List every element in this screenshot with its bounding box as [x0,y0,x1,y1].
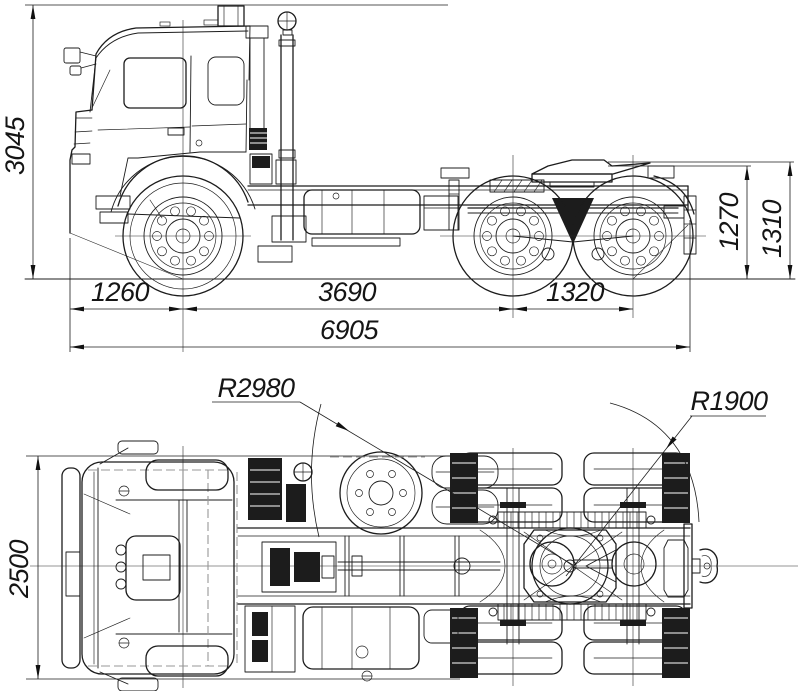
spare-wheel-top [339,451,423,535]
equalizer-bracket [552,198,594,244]
top-view [30,401,798,691]
dim-wheelbase: 3690 [318,277,377,307]
front-fender [117,155,249,207]
cab-step-upper [95,195,131,210]
dim-overall-width: 2500 [4,539,34,599]
inner-radius-arc [609,402,700,523]
license-plate-bracket [65,551,81,597]
door-edge [189,55,192,153]
wiper-top-1 [83,493,131,515]
kingpin [563,559,577,573]
fuel-cap [332,192,340,200]
fifth-wheel-side [531,159,651,188]
dim-overall-length: 6905 [320,315,380,345]
dim-fifth-wheel-height: 1310 [757,199,787,258]
wiper-top-2 [83,617,131,639]
air-tank-bottom [423,609,459,644]
fuel-tank-side [303,189,421,247]
wiper [91,69,111,109]
dim-frame-height: 1270 [714,192,744,251]
dim-rear-bogie-spacing: 1320 [546,277,605,307]
rear-suspension-side [467,198,679,261]
dim-front-overhang: 1260 [91,277,150,307]
side-view-dimensions: 3045 1260 3690 1320 6905 1270 1310 [0,4,794,352]
chassis-frame-side [247,185,689,280]
dim-outer-turning-radius: R2980 [217,373,295,403]
intake-exhaust-stacks [217,5,307,243]
muffler [271,215,307,243]
dim-overall-height: 3045 [0,115,30,175]
mirror-side [63,47,97,76]
outer-radius-arc [311,403,322,538]
roof-hatch [125,535,181,601]
front-bogie-mudflap [440,167,470,231]
cab-step-lower [99,211,129,224]
mudguard-hatch-top [450,453,690,678]
turning-radius-annotations [299,401,700,577]
door-handle [167,127,185,136]
catwalk-deck [489,179,545,193]
side-window [123,57,187,109]
door-window [207,56,245,106]
fuel-tank-top [302,606,420,682]
gearbox-top [261,541,337,593]
battery-box-side [423,195,459,231]
front-wheel-top-left [145,459,229,491]
cab-side [63,19,256,280]
mirror-top-left [99,440,159,465]
corrugated-hose [249,128,267,150]
driveshaft [337,555,501,577]
front-axle-top [145,459,229,677]
fifth-wheel-top [523,527,623,605]
front-wheel-top-right [145,645,229,677]
rear-axles-top [479,487,665,645]
differential-2 [611,541,657,587]
tow-hitch [691,548,718,584]
tank-step [311,237,401,247]
center-bearing [453,557,471,575]
rear-wheels-top [459,452,687,675]
engine-cluster-top [248,458,313,522]
air-intake-cap [217,5,245,27]
front-bumper-top [61,467,81,669]
headlight [71,153,91,165]
top-view-dimensions: 2500 R2980 R1900 [4,373,769,680]
dim-inner-turning-radius: R1900 [690,386,768,416]
mirror-top-right [99,671,159,691]
battery-box-top [244,605,296,673]
side-view [24,5,796,352]
